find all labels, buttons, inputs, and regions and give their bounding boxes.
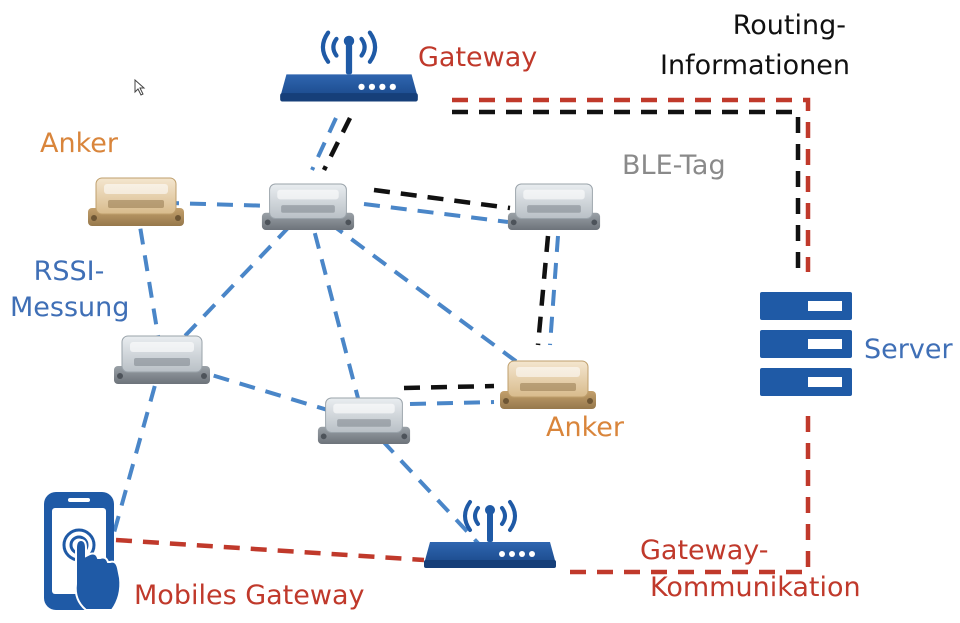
rssi-link bbox=[409, 400, 495, 406]
gateway-top-router-icon bbox=[280, 33, 418, 102]
rssi-link bbox=[306, 205, 550, 387]
routing-link bbox=[452, 109, 801, 272]
rssi-label-line2: Messung bbox=[10, 292, 130, 323]
routing-label-line1: Routing- bbox=[732, 10, 846, 41]
routing-link bbox=[535, 235, 551, 346]
smartphone-icon bbox=[44, 492, 122, 611]
rssi-link bbox=[306, 206, 366, 422]
anchor-right-label: Anker bbox=[546, 412, 624, 443]
rssi-link bbox=[548, 235, 560, 346]
gateway-communication-label-line1: Gateway- bbox=[640, 535, 769, 566]
mobile-gateway-label: Mobiles Gateway bbox=[134, 580, 365, 611]
rssi-label-line1: RSSI- bbox=[33, 256, 105, 287]
ble-tag-icon bbox=[113, 335, 211, 385]
gateway-communication-label-line2: Kommunikation bbox=[650, 572, 861, 603]
gateway-top-label: Gateway bbox=[418, 42, 538, 73]
rssi-link bbox=[110, 359, 164, 541]
anchor-icon bbox=[87, 177, 185, 227]
server-label: Server bbox=[864, 334, 953, 365]
ble-tag-icon bbox=[261, 183, 355, 231]
ble-tag-icon bbox=[507, 183, 601, 231]
routing-link bbox=[321, 116, 353, 172]
rssi-link bbox=[160, 205, 310, 362]
gateway-link bbox=[115, 537, 425, 563]
gateway-link bbox=[452, 97, 811, 272]
rssi-link bbox=[310, 117, 338, 171]
ble-tag-icon bbox=[317, 397, 411, 445]
cursor-icon bbox=[134, 78, 146, 96]
anchor-icon bbox=[499, 360, 597, 410]
rssi-link bbox=[363, 202, 509, 224]
routing-label-line2: Informationen bbox=[659, 50, 850, 81]
server-icon bbox=[760, 292, 852, 396]
ble-tag-label: BLE-Tag bbox=[622, 150, 726, 181]
gateway-bottom-router-icon bbox=[424, 502, 556, 568]
routing-link bbox=[373, 187, 511, 211]
anchor-left-label: Anker bbox=[40, 128, 118, 159]
routing-link bbox=[403, 383, 495, 391]
